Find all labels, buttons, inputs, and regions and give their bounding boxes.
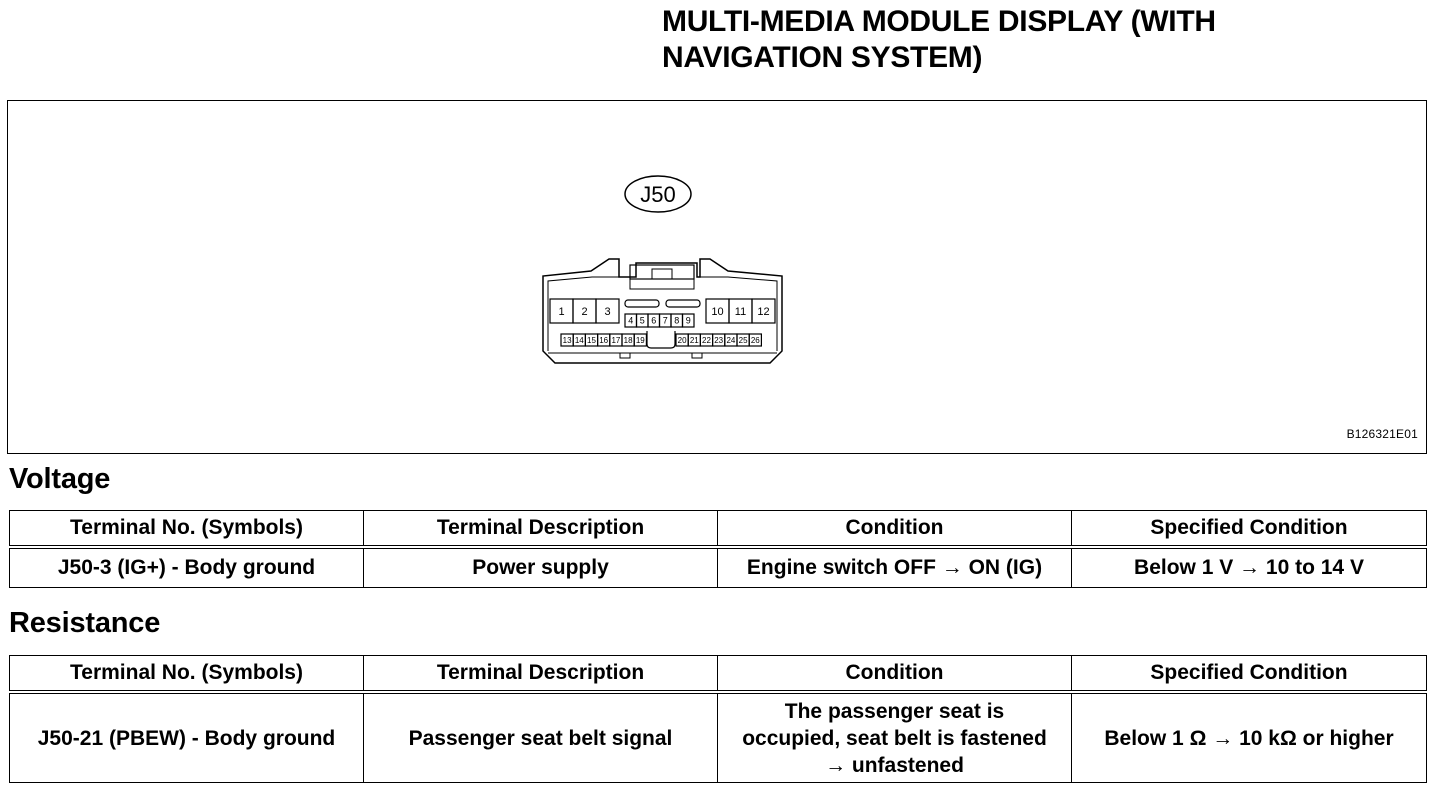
pin-cell-3 bbox=[595, 298, 620, 324]
pin-cell-9 bbox=[681, 313, 695, 328]
table-row: J50-21 (PBEW) - Body ground Passenger se… bbox=[9, 691, 1427, 783]
condition-line-3: → unfastened bbox=[825, 753, 964, 777]
condition-line-1: The passenger seat is bbox=[784, 699, 1005, 723]
pin-cell-19 bbox=[633, 333, 648, 347]
cell-specified: Below 1 V → 10 to 14 V bbox=[1071, 546, 1427, 588]
pin-label-4: 4 bbox=[628, 316, 633, 326]
cell-terminal: J50-21 (PBEW) - Body ground bbox=[9, 691, 364, 783]
cell-description: Power supply bbox=[363, 546, 718, 588]
pin-label-8: 8 bbox=[674, 316, 679, 326]
resistance-header-row: Terminal No. (Symbols) Terminal Descript… bbox=[9, 655, 1427, 694]
pin-label-23: 23 bbox=[714, 336, 723, 345]
column-header-condition: Condition bbox=[717, 510, 1072, 549]
cell-description: Passenger seat belt signal bbox=[363, 691, 718, 783]
connector-label-ellipse bbox=[624, 175, 692, 213]
column-header-terminal: Terminal No. (Symbols) bbox=[9, 510, 364, 549]
column-header-specified: Specified Condition bbox=[1071, 655, 1427, 694]
column-header-specified: Specified Condition bbox=[1071, 510, 1427, 549]
document-title-line-1: MULTI-MEDIA MODULE DISPLAY (WITH bbox=[662, 5, 1216, 38]
column-header-description: Terminal Description bbox=[363, 510, 718, 549]
pin-label-25: 25 bbox=[739, 336, 748, 345]
cell-specified: Below 1 Ω → 10 kΩ or higher bbox=[1071, 691, 1427, 783]
table-row: J50-3 (IG+) - Body ground Power supply E… bbox=[9, 546, 1427, 588]
pin-label-6: 6 bbox=[651, 316, 656, 326]
voltage-header-row: Terminal No. (Symbols) Terminal Descript… bbox=[9, 510, 1427, 549]
document-title: MULTI-MEDIA MODULE DISPLAY (WITH NAVIGAT… bbox=[662, 4, 1362, 76]
condition-line-2: occupied, seat belt is fastened bbox=[742, 726, 1047, 750]
resistance-table: Terminal No. (Symbols) Terminal Descript… bbox=[9, 655, 1427, 783]
pin-label-5: 5 bbox=[640, 316, 645, 326]
pin-cell-12 bbox=[751, 298, 776, 324]
column-header-description: Terminal Description bbox=[363, 655, 718, 694]
pin-label-22: 22 bbox=[702, 336, 711, 345]
cell-condition: Engine switch OFF → ON (IG) bbox=[717, 546, 1072, 588]
pin-label-19: 19 bbox=[636, 336, 645, 345]
pin-label-7: 7 bbox=[663, 316, 668, 326]
connector-label: J50 bbox=[640, 182, 675, 207]
pin-label-9: 9 bbox=[686, 316, 691, 326]
voltage-heading: Voltage bbox=[9, 463, 111, 495]
pin-label-2: 2 bbox=[581, 306, 587, 318]
column-header-terminal: Terminal No. (Symbols) bbox=[9, 655, 364, 694]
connector-lock bbox=[629, 264, 695, 280]
pin-label-13: 13 bbox=[563, 336, 572, 345]
pin-label-26: 26 bbox=[751, 336, 760, 345]
column-header-condition: Condition bbox=[717, 655, 1072, 694]
pin-label-16: 16 bbox=[599, 336, 608, 345]
resistance-heading: Resistance bbox=[9, 607, 161, 639]
pin-label-24: 24 bbox=[726, 336, 735, 345]
figure-code: B126321E01 bbox=[1346, 427, 1418, 441]
pin-label-21: 21 bbox=[690, 336, 699, 345]
pin-label-18: 18 bbox=[624, 336, 633, 345]
connector-housing bbox=[542, 258, 783, 364]
pin-label-11: 11 bbox=[735, 306, 746, 318]
cell-terminal: J50-3 (IG+) - Body ground bbox=[9, 546, 364, 588]
pin-cell-26 bbox=[748, 333, 763, 347]
cell-condition: The passenger seat is occupied, seat bel… bbox=[717, 691, 1072, 783]
pin-label-15: 15 bbox=[587, 336, 596, 345]
pin-label-3: 3 bbox=[604, 306, 610, 318]
pin-label-10: 10 bbox=[711, 306, 723, 318]
pin-label-1: 1 bbox=[558, 306, 564, 318]
pin-label-14: 14 bbox=[575, 336, 584, 345]
voltage-table: Terminal No. (Symbols) Terminal Descript… bbox=[9, 510, 1427, 588]
document-title-line-2: NAVIGATION SYSTEM) bbox=[662, 41, 983, 74]
pin-label-17: 17 bbox=[611, 336, 620, 345]
pin-label-20: 20 bbox=[678, 336, 687, 345]
pin-label-12: 12 bbox=[757, 306, 769, 318]
